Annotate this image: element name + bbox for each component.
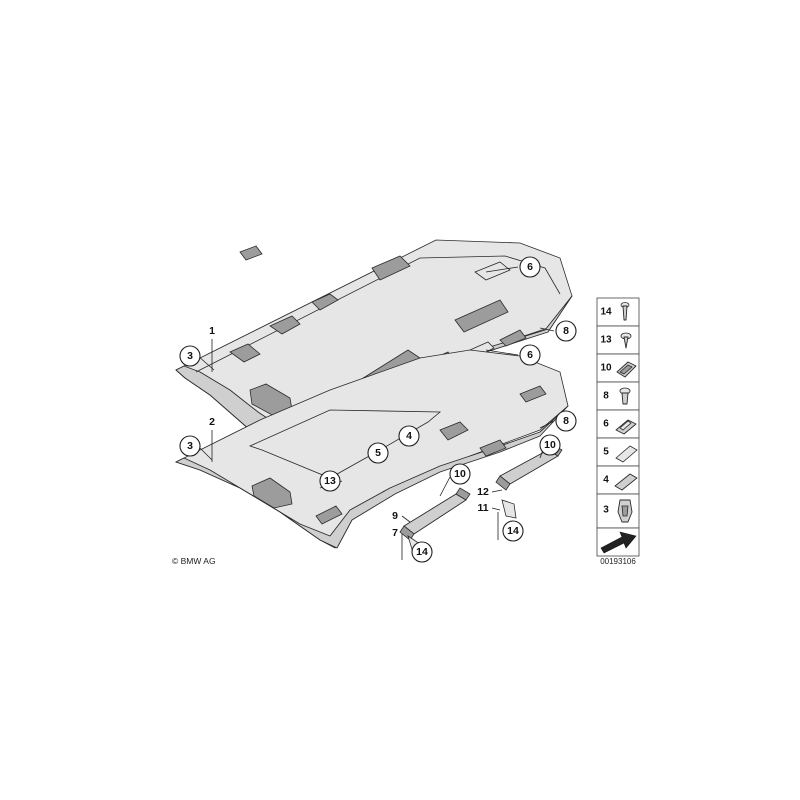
svg-text:14: 14	[416, 546, 428, 558]
callout-14-left: 14	[411, 541, 433, 563]
callout-8-upper: 8	[555, 320, 577, 342]
bracket-icon	[615, 419, 637, 435]
callout-3-upper: 3	[179, 345, 201, 367]
callout-13: 13	[319, 470, 341, 492]
expanding-rivet-icon	[619, 387, 631, 405]
legend-item-14: 14	[600, 302, 630, 321]
svg-text:8: 8	[603, 391, 609, 402]
svg-text:8: 8	[563, 415, 569, 427]
svg-text:5: 5	[375, 447, 381, 459]
screw-icon	[620, 302, 630, 321]
svg-text:6: 6	[527, 261, 533, 273]
callout-12: 12	[477, 486, 489, 498]
svg-text:9: 9	[392, 510, 398, 522]
callout-7: 7	[392, 527, 398, 539]
svg-text:6: 6	[527, 349, 533, 361]
svg-text:13: 13	[600, 335, 612, 346]
callout-5: 5	[367, 442, 389, 464]
legend-item-13: 13	[600, 332, 632, 349]
callout-1: 1	[209, 325, 215, 337]
arrow-icon	[600, 531, 637, 554]
callout-10-right: 10	[539, 434, 561, 456]
callout-2: 2	[209, 416, 215, 428]
svg-text:3: 3	[603, 505, 609, 516]
legend-item-8: 8	[603, 387, 631, 405]
svg-text:3: 3	[187, 440, 193, 452]
callout-11: 11	[477, 502, 488, 514]
svg-text:10: 10	[454, 468, 466, 480]
svg-text:8: 8	[563, 325, 569, 337]
svg-text:12: 12	[477, 486, 489, 498]
svg-text:14: 14	[600, 307, 612, 318]
svg-text:11: 11	[477, 502, 488, 514]
callout-9: 9	[392, 510, 398, 522]
svg-text:6: 6	[603, 419, 609, 430]
legend-item-6: 6	[603, 419, 637, 435]
legend-item-5: 5	[603, 445, 638, 463]
tapping-screw-icon	[620, 332, 632, 349]
retainer-clip-icon	[617, 499, 633, 523]
foam-strip-icon	[614, 473, 638, 491]
callout-3-lower: 3	[179, 435, 201, 457]
legend-item-4: 4	[603, 473, 638, 491]
svg-text:2: 2	[209, 416, 215, 428]
svg-text:3: 3	[187, 350, 193, 362]
svg-text:14: 14	[507, 525, 519, 537]
clip-icon	[616, 361, 637, 378]
svg-text:10: 10	[544, 439, 556, 451]
svg-text:13: 13	[324, 475, 336, 487]
callout-10-left: 10	[449, 463, 471, 485]
fastener-legend: 14 13 10 8	[596, 297, 640, 566]
callout-8-lower: 8	[555, 410, 577, 432]
legend-item-3: 3	[603, 499, 633, 523]
velcro-pad-icon	[615, 445, 638, 463]
svg-text:4: 4	[603, 475, 609, 486]
diagram-number: 00193106	[600, 557, 636, 566]
svg-text:5: 5	[603, 447, 609, 458]
svg-text:10: 10	[600, 363, 612, 374]
legend-item-10: 10	[600, 361, 637, 378]
callout-4: 4	[398, 425, 420, 447]
callout-6-middle: 6	[519, 344, 541, 366]
svg-text:1: 1	[209, 325, 215, 337]
svg-text:4: 4	[406, 430, 412, 442]
grab-handle-left	[399, 487, 471, 561]
callout-14-right: 14	[502, 520, 524, 542]
callout-6-upper: 6	[519, 256, 541, 278]
svg-text:7: 7	[392, 527, 398, 539]
copyright-notice: © BMW AG	[172, 556, 216, 566]
leader-lines	[197, 266, 555, 560]
